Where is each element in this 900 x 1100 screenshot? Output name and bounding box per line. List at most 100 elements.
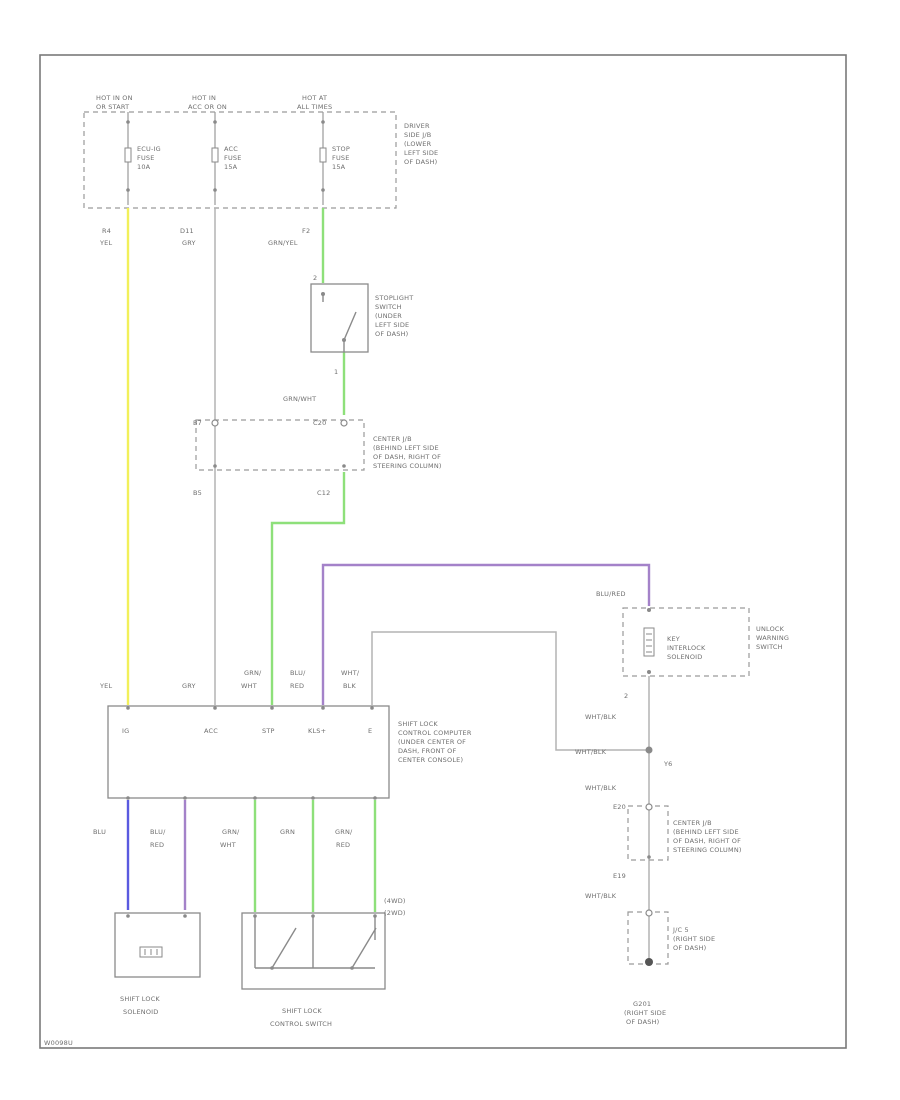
wire-color-label: GRN/WHT bbox=[283, 395, 316, 403]
coil-icon bbox=[139, 946, 163, 958]
pin-label: D11 bbox=[180, 227, 194, 235]
wire-color-label: RED bbox=[290, 682, 304, 690]
wire-color-label: WHT bbox=[241, 682, 257, 690]
pin-label: B5 bbox=[193, 489, 202, 497]
wire-color-label: GRN/YEL bbox=[268, 239, 298, 247]
ground-label: OF DASH) bbox=[626, 1018, 659, 1026]
driver-jb-label: SIDE J/B bbox=[404, 131, 431, 139]
pin-label: F2 bbox=[302, 227, 310, 235]
computer-label: (UNDER CENTER OF bbox=[398, 738, 466, 746]
wire-green bbox=[270, 472, 346, 705]
wire-color-label: YEL bbox=[99, 239, 112, 247]
pin-label: E20 bbox=[613, 803, 626, 811]
shift-lock-control-computer: IG ACC STP KLS+ E bbox=[107, 705, 390, 800]
fuse-icon bbox=[319, 120, 327, 192]
driver-jb-label: LEFT SIDE bbox=[404, 149, 438, 157]
splice-point bbox=[645, 746, 653, 754]
junction-connector bbox=[627, 909, 669, 965]
wire-color-label: WHT/BLK bbox=[585, 892, 617, 900]
fuse-label: FUSE bbox=[332, 154, 350, 162]
fuse-icon bbox=[211, 120, 219, 192]
fuse-label: FUSE bbox=[137, 154, 155, 162]
switch-tag: (4WD) bbox=[384, 897, 406, 905]
center-junction-block-upper bbox=[195, 419, 365, 471]
wire-color-label: GRN/ bbox=[244, 669, 262, 677]
stoplight-switch-label: SWITCH bbox=[375, 303, 402, 311]
wire-color-label: BLU bbox=[93, 828, 106, 836]
computer-label: CONTROL COMPUTER bbox=[398, 729, 472, 737]
fuse-name: ECU-IG bbox=[137, 145, 161, 153]
wire-color-label: GRY bbox=[182, 682, 196, 690]
power-source-label: OR START bbox=[96, 103, 129, 111]
diagram-frame bbox=[39, 54, 847, 1049]
computer-pin: E bbox=[368, 727, 372, 735]
wire-color-label: WHT/BLK bbox=[575, 748, 607, 756]
wire-color-label: BLU/ bbox=[290, 669, 306, 677]
center-jb-label: CENTER J/B bbox=[673, 819, 712, 827]
driver-side-junction-block: HOT IN ON OR START HOT IN ACC OR ON HOT … bbox=[83, 94, 438, 209]
center-junction-block-lower bbox=[627, 803, 669, 861]
center-jb-label: (BEHIND LEFT SIDE bbox=[373, 444, 439, 452]
shift-lock-solenoid bbox=[114, 912, 201, 978]
fuse-rating: 10A bbox=[137, 163, 151, 171]
unlock-warning-label: SWITCH bbox=[756, 643, 783, 651]
shift-lock-control-switch bbox=[241, 912, 386, 990]
wire-color-label: GRY bbox=[182, 239, 196, 247]
pin-label: C20 bbox=[313, 419, 326, 427]
center-jb-label: CENTER J/B bbox=[373, 435, 412, 443]
pin-label: B7 bbox=[193, 419, 202, 427]
center-jb-label: STEERING COLUMN) bbox=[673, 846, 742, 854]
stoplight-pin: 2 bbox=[313, 274, 317, 282]
key-interlock-label: SOLENOID bbox=[667, 653, 702, 661]
fuse-name: ACC bbox=[224, 145, 238, 153]
driver-jb-label: DRIVER bbox=[404, 122, 430, 130]
driver-jb-label: OF DASH) bbox=[404, 158, 437, 166]
wire-color-label: WHT bbox=[220, 841, 236, 849]
ground-label: G201 bbox=[633, 1000, 651, 1008]
wire-color-label: BLK bbox=[343, 682, 356, 690]
center-jb-label: OF DASH, RIGHT OF bbox=[673, 837, 741, 845]
ground-icon bbox=[645, 958, 653, 966]
power-source-label: HOT IN bbox=[192, 94, 216, 102]
fuse-rating: 15A bbox=[224, 163, 238, 171]
wire-color-label: BLU/RED bbox=[596, 590, 626, 598]
wire-color-label: RED bbox=[150, 841, 164, 849]
computer-pin: STP bbox=[262, 727, 275, 735]
center-jb-label: OF DASH, RIGHT OF bbox=[373, 453, 441, 461]
jc-label: (RIGHT SIDE bbox=[673, 935, 715, 943]
wire-color-label: BLU/ bbox=[150, 828, 166, 836]
stoplight-switch-label: OF DASH) bbox=[375, 330, 408, 338]
wire-gray bbox=[371, 631, 649, 751]
unlock-warning-label: UNLOCK bbox=[756, 625, 785, 633]
wire-color-label: GRN/ bbox=[222, 828, 240, 836]
control-switch-label: SHIFT LOCK bbox=[282, 1007, 322, 1015]
stoplight-switch bbox=[310, 283, 369, 353]
stoplight-switch-label: (UNDER bbox=[375, 312, 402, 320]
fuse-icon bbox=[124, 120, 132, 192]
fuse-name: STOP bbox=[332, 145, 350, 153]
pin-label: C12 bbox=[317, 489, 330, 497]
center-jb-label: STEERING COLUMN) bbox=[373, 462, 442, 470]
power-source-label: HOT IN ON bbox=[96, 94, 133, 102]
unlock-warning-label: WARNING bbox=[756, 634, 789, 642]
power-source-label: HOT AT bbox=[302, 94, 327, 102]
computer-label: SHIFT LOCK bbox=[398, 720, 438, 728]
center-jb-label: (BEHIND LEFT SIDE bbox=[673, 828, 739, 836]
pin-label: E19 bbox=[613, 872, 626, 880]
computer-pin: KLS+ bbox=[308, 727, 326, 735]
key-interlock-label: KEY bbox=[667, 635, 680, 643]
pin-label: 2 bbox=[624, 692, 628, 700]
wire-color-label: WHT/ bbox=[341, 669, 360, 677]
power-source-label: ALL TIMES bbox=[297, 103, 332, 111]
fuse-rating: 15A bbox=[332, 163, 346, 171]
control-switch-label: CONTROL SWITCH bbox=[270, 1020, 332, 1028]
solenoid-label: SHIFT LOCK bbox=[120, 995, 160, 1003]
fuse-label: FUSE bbox=[224, 154, 242, 162]
wire-color-label: YEL bbox=[99, 682, 112, 690]
wire-color-label: GRN bbox=[280, 828, 295, 836]
pin-label: R4 bbox=[102, 227, 111, 235]
driver-jb-label: (LOWER bbox=[404, 140, 432, 148]
ground-label: (RIGHT SIDE bbox=[624, 1009, 666, 1017]
wire-color-label: WHT/BLK bbox=[585, 713, 617, 721]
